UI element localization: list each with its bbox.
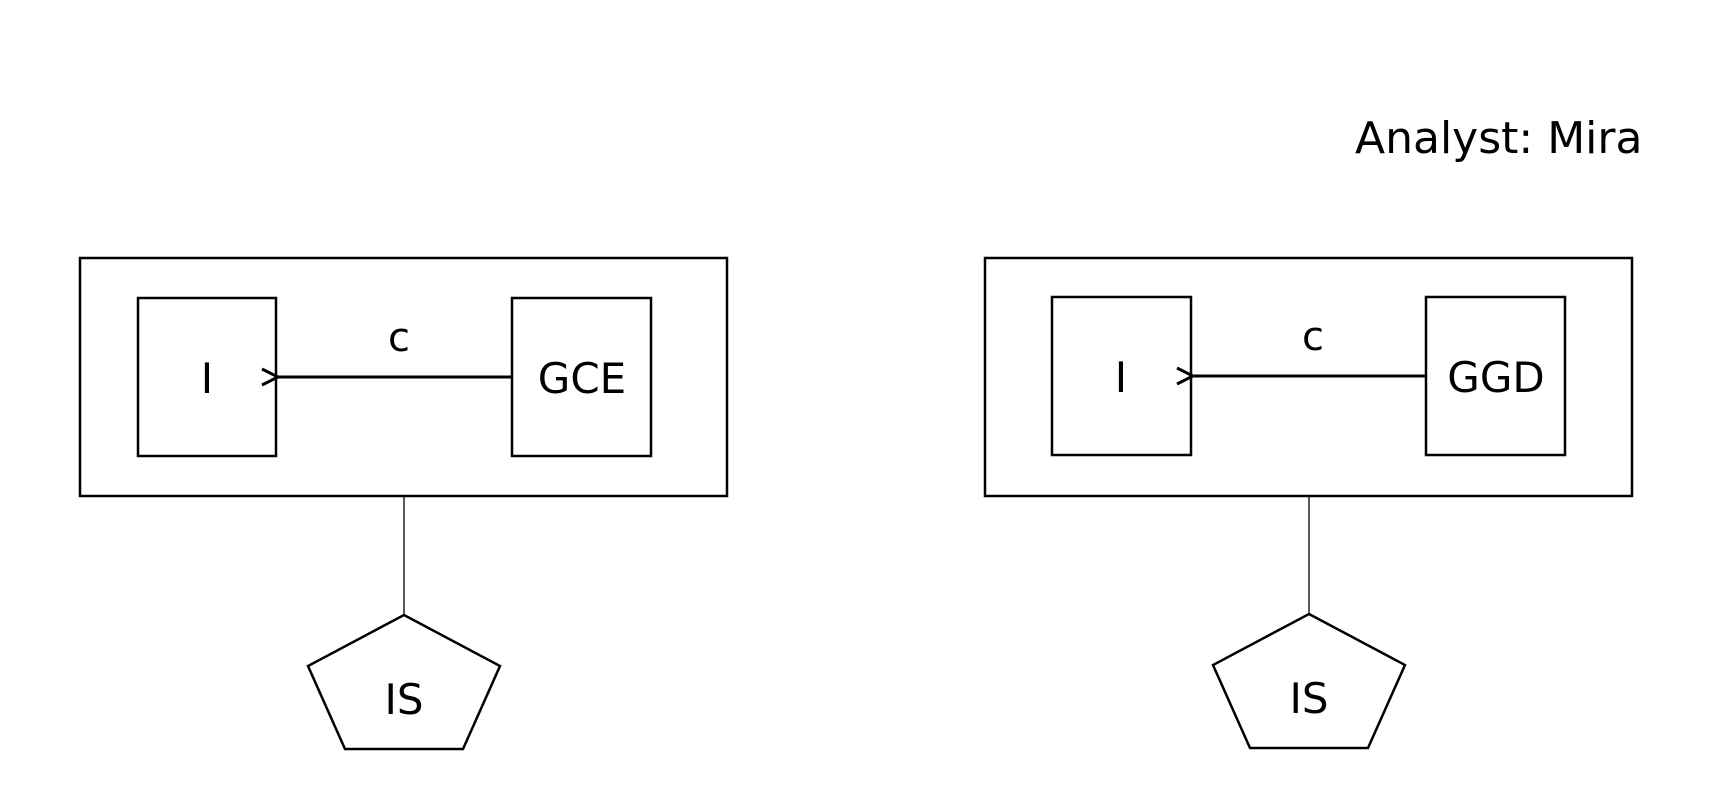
node-right-label: GGD [1447,353,1544,402]
edge-label: c [1302,314,1324,360]
pentagon-node [306,613,502,751]
node-i-label: I [201,354,213,403]
pentagon-label: IS [384,675,423,724]
pentagon-label: IS [1289,674,1328,723]
diagram-1: I GCE c IS [78,256,729,751]
node-i-label: I [1115,353,1127,402]
analyst-label: Analyst: Mira [1355,113,1642,164]
edge-label: c [388,315,410,361]
diagram-2: I GGD c IS [983,256,1634,750]
pentagon-node [1211,612,1407,750]
node-right-label: GCE [538,354,626,403]
